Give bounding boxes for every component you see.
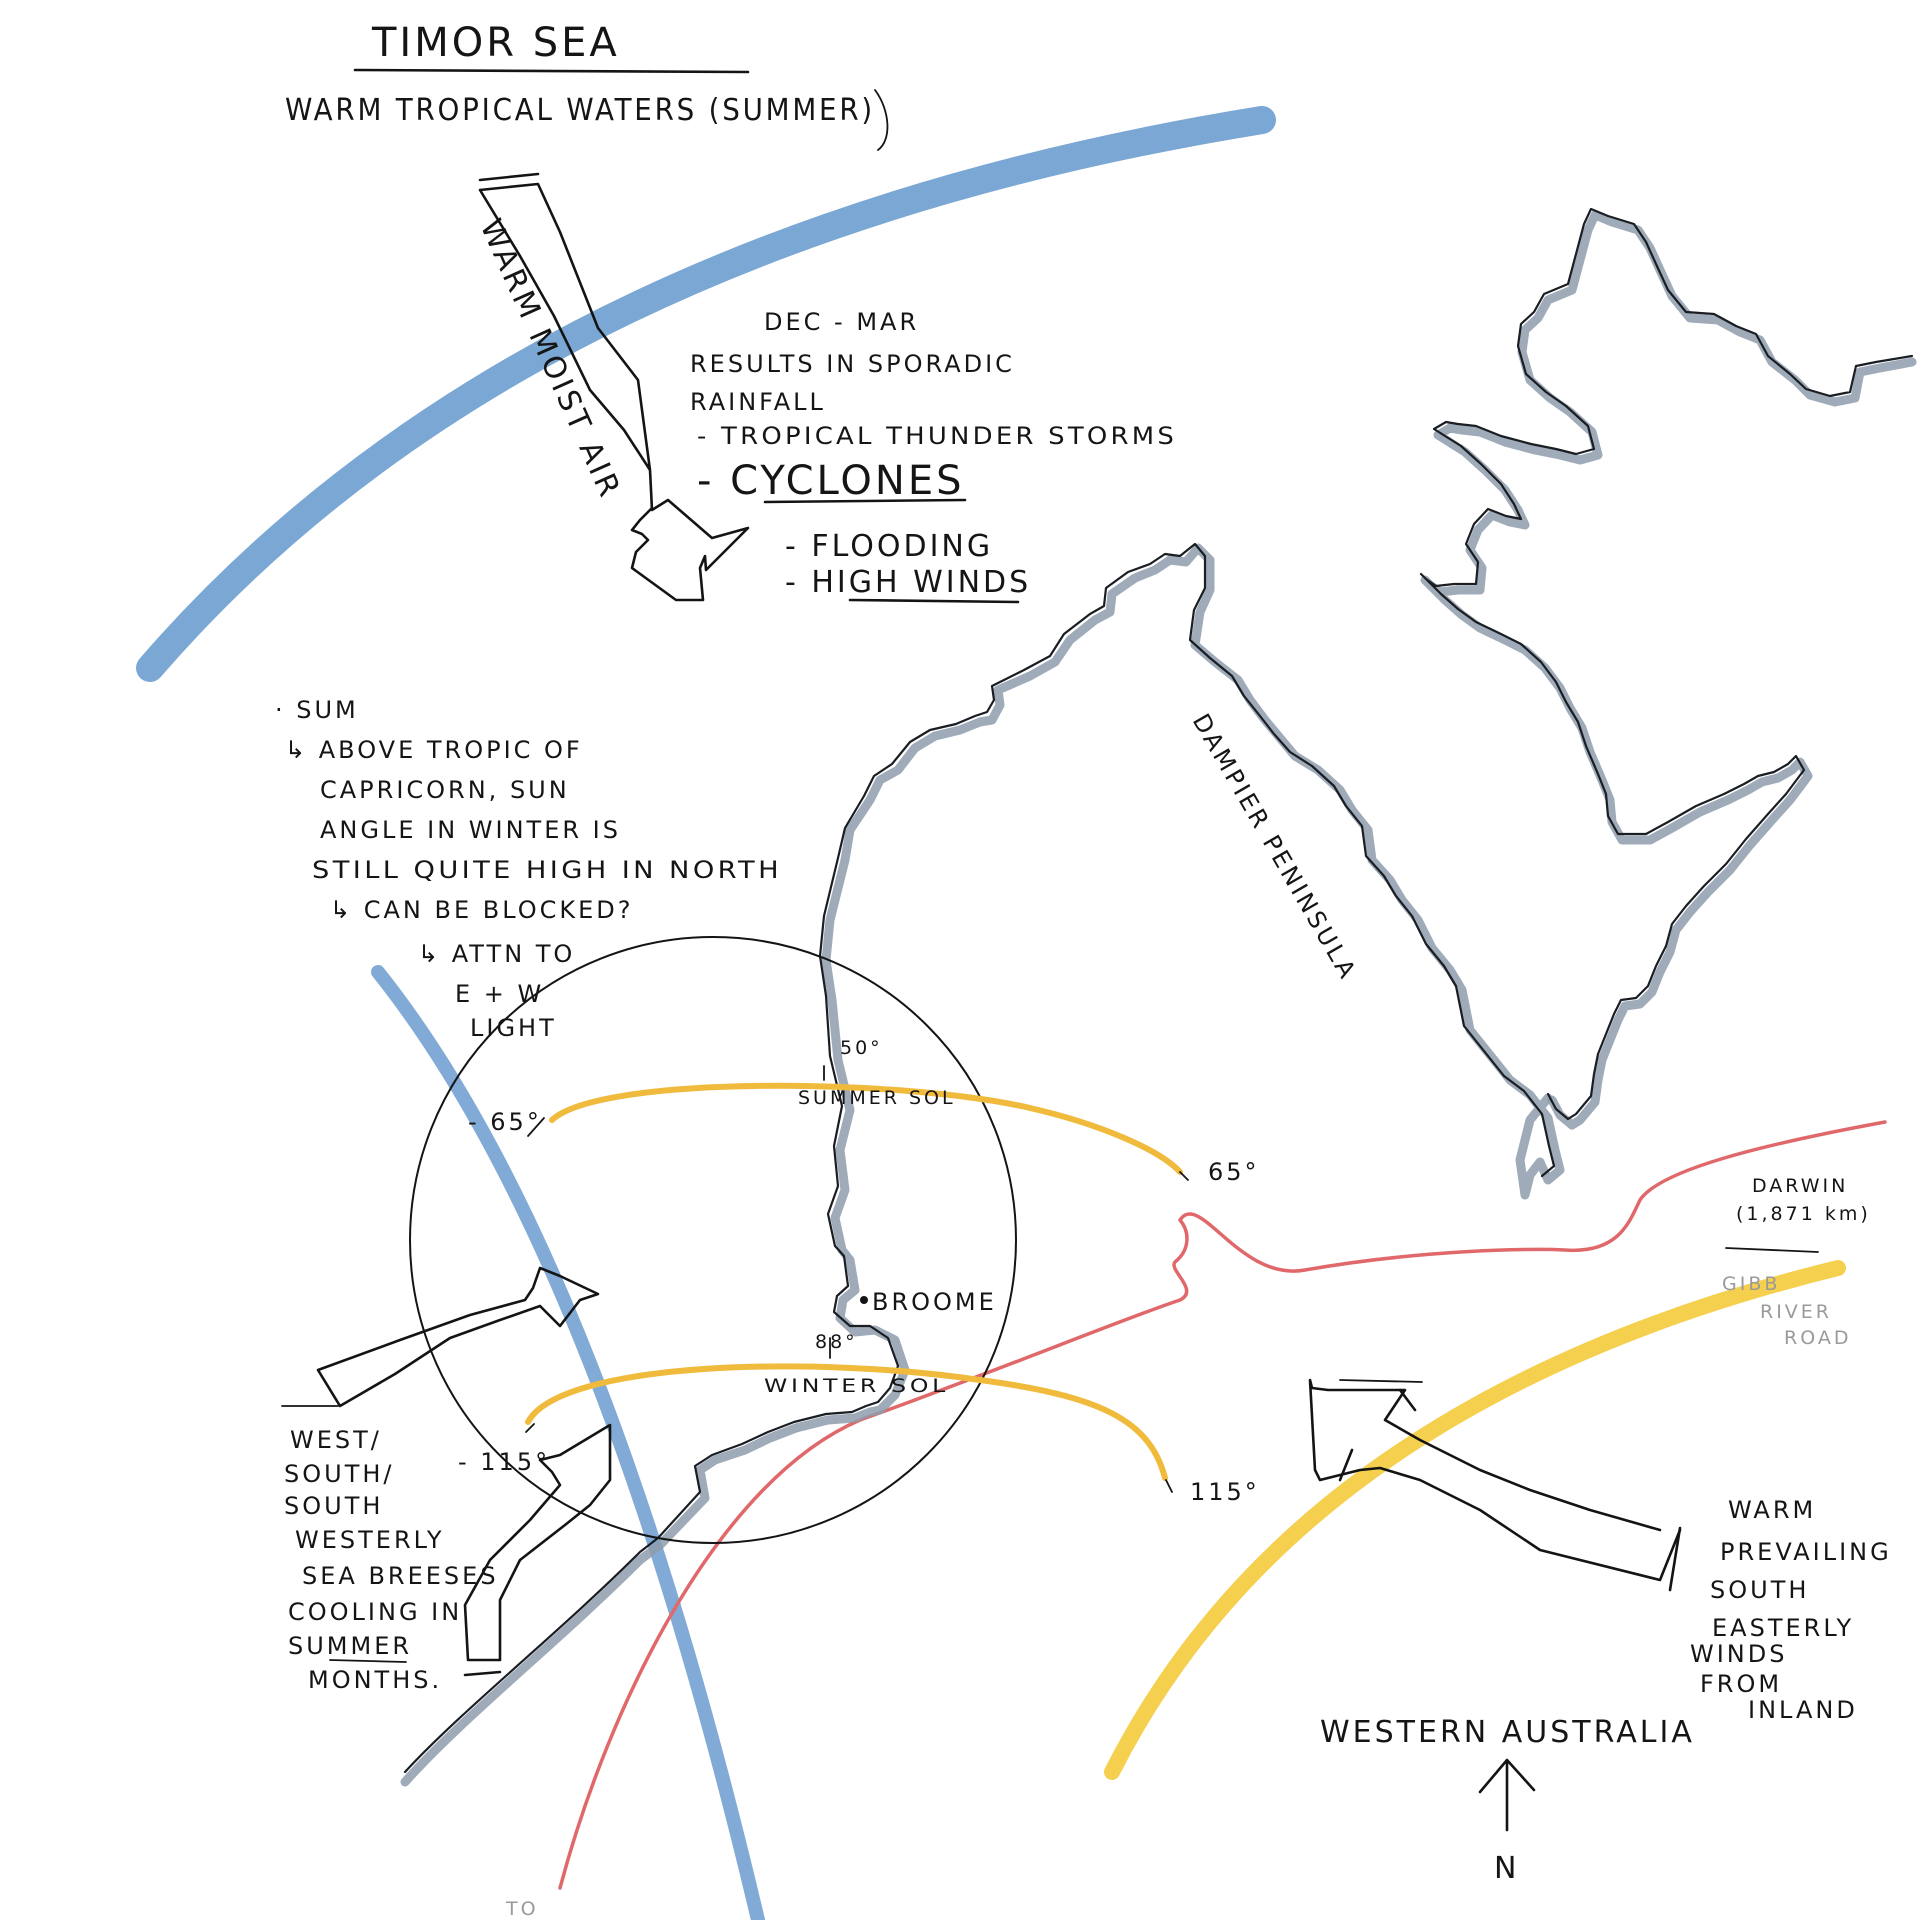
summer-note-1: RESULTS IN SPORADIC [690,350,1015,378]
sun-note-3: CAPRICORN, SUN [320,776,570,804]
inland-wind-note-7: INLAND [1748,1696,1858,1724]
summer-note-2: RAINFALL [690,388,826,416]
road-label-1: GIBB [1722,1273,1780,1295]
sun-note-5: STILL QUITE HIGH IN NORTH [312,856,782,884]
darwin-distance: (1,871 km) [1736,1203,1871,1225]
summer-altitude: 50° [840,1037,883,1059]
sun-note-4: ANGLE IN WINTER IS [320,816,621,844]
road-label-2: RIVER [1760,1301,1832,1323]
road-label-3: ROAD [1784,1327,1851,1349]
inland-wind-note-5: WINDS [1690,1640,1787,1668]
sea-breeze-note-4: WESTERLY [295,1526,444,1554]
sun-note-2: ↳ ABOVE TROPIC OF [285,736,583,764]
summer-note-3: - TROPICAL THUNDER STORMS [697,422,1177,450]
inland-wind-note-3: SOUTH [1710,1576,1809,1604]
sea-breeze-arrow-upper [316,1266,600,1408]
sea-breeze-arrow-lower [463,1423,612,1662]
sun-path-horizon-circle [409,936,1017,1544]
inland-yellow-band [1104,1260,1846,1780]
warm-moist-air-arrow [478,182,750,602]
north-label: N [1494,1851,1519,1886]
sea-breeze-note-2: SOUTH/ [284,1460,394,1488]
king-sound-coastline [1419,207,1917,1130]
subtitle: WARM TROPICAL WATERS (SUMMER) [285,93,875,128]
summer-sol-label: SUMMER SOL [798,1087,956,1109]
sun-note-7: ↳ ATTN TO [418,940,575,968]
winter-right-azimuth: 115° [1190,1478,1260,1506]
sea-breeze-note-5: SEA BREESES [302,1562,499,1590]
summer-right-azimuth: 65° [1208,1158,1260,1186]
winter-altitude: 88° [815,1331,858,1353]
darwin-label: DARWIN [1752,1175,1848,1197]
title: TIMOR SEA [371,20,620,66]
broome-label: BROOME [872,1288,997,1316]
inland-wind-note-1: WARM [1728,1496,1816,1524]
sun-path-diagram [409,936,1189,1544]
winter-sol-label: WINTER SOL [764,1375,949,1397]
bottom-faint-label: TO [505,1898,539,1920]
winter-solstice-arc [525,1363,1168,1481]
sun-note-1: · SUM [275,696,359,724]
west-coast-blue-band [371,965,765,1920]
sea-breeze-note-3: SOUTH [284,1492,383,1520]
sea-breeze-note-8: MONTHS. [308,1666,442,1694]
warm-moist-air-label: WARM MOIST AIR [473,214,628,504]
inland-wind-note-4: EASTERLY [1712,1614,1854,1642]
winter-left-azimuth: - 115° [458,1448,550,1476]
peninsula-label: DAMPIER PENINSULA [1187,709,1363,985]
sun-note-6: ↳ CAN BE BLOCKED? [330,896,634,924]
broome-dot [860,1296,868,1304]
inland-wind-note-2: PREVAILING [1720,1538,1892,1566]
highway-red-line [558,1120,1887,1890]
sea-breeze-note-1: WEST/ [290,1426,382,1454]
summer-solstice-arc [549,1082,1183,1175]
sea-breeze-note-7: SUMMER [288,1632,412,1660]
sun-note-8: E + W [455,980,544,1008]
summer-note-6: - HIGH WINDS [785,565,1031,600]
summer-period: DEC - MAR [764,308,919,336]
sea-breeze-note-6: COOLING IN [288,1598,462,1626]
dampier-peninsula-coastline [400,542,1565,1787]
timor-sea-blue-band [136,106,1276,682]
summer-note-5: - FLOODING [785,529,993,564]
inland-wind-note-6: FROM [1700,1670,1782,1698]
summer-note-4: - CYCLONES [697,458,964,504]
inland-wind-arrow [1308,1378,1682,1582]
summer-left-azimuth: - 65° [468,1108,542,1136]
north-arrow [1478,1758,1536,1832]
region-label: WESTERN AUSTRALIA [1320,1715,1695,1750]
sun-note-9: LIGHT [470,1014,557,1042]
